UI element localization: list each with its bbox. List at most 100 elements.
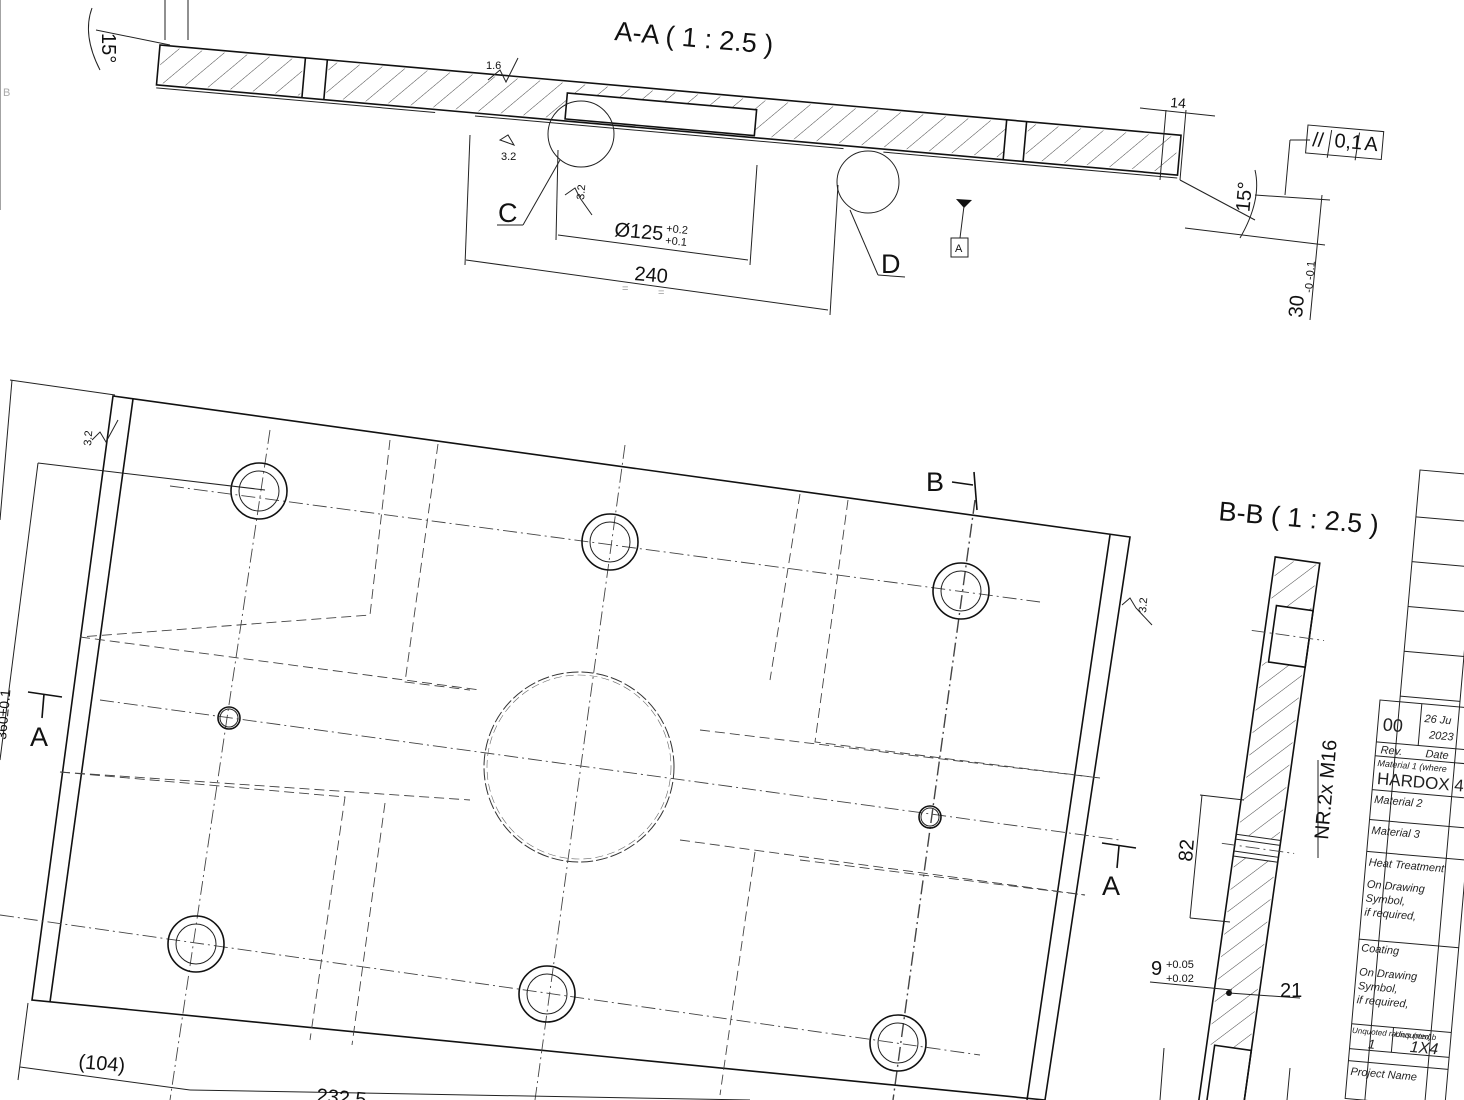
dim-30-tol: -0 -0.1 xyxy=(1303,261,1318,294)
on-drawing-1: On Drawing xyxy=(1366,879,1426,896)
ext-line xyxy=(1199,794,1245,801)
center-line xyxy=(99,699,1121,841)
dim-line-82 xyxy=(1189,794,1203,919)
ext-line xyxy=(749,164,758,266)
symbol-1: Symbol, xyxy=(1365,893,1406,908)
thread-line xyxy=(1235,838,1281,846)
unquoted-b-label: Unquoted b xyxy=(1395,1030,1438,1043)
date-line-1: 26 Ju xyxy=(1423,713,1452,727)
hole xyxy=(932,562,990,620)
dim-line-21 xyxy=(1228,992,1301,999)
hole xyxy=(230,462,288,520)
dim-9-upper: +0.05 xyxy=(1166,959,1194,971)
section-marker-a-right xyxy=(1101,842,1137,849)
dim-240-label: 240 xyxy=(634,263,669,288)
hole xyxy=(518,965,576,1023)
angle-line-right xyxy=(1179,179,1256,221)
symbol-2: Symbol, xyxy=(1357,980,1398,995)
hatch-over-pocket xyxy=(567,83,758,110)
hidden-line xyxy=(59,771,471,801)
dim-line-diameter xyxy=(557,234,749,261)
dim-line-14 xyxy=(1139,107,1216,117)
thread-line xyxy=(1236,833,1281,841)
surface-label: 3.2 xyxy=(501,151,516,163)
section-line-b xyxy=(892,499,976,1100)
surface-symbol xyxy=(91,419,119,444)
datum-leader xyxy=(959,205,965,239)
if-required-2: if required, xyxy=(1356,994,1409,1010)
section-label-b: B xyxy=(926,467,944,497)
hidden-line xyxy=(79,636,481,691)
on-drawing-2: On Drawing xyxy=(1359,966,1419,983)
tolerance-divider xyxy=(1326,130,1333,158)
plate-edge-left xyxy=(49,398,134,1003)
detail-circle-d xyxy=(836,150,900,214)
hidden-pocket xyxy=(769,493,801,681)
hatch xyxy=(1208,856,1276,1051)
ext-line xyxy=(1286,1067,1291,1100)
center-line xyxy=(169,429,271,1100)
hole-line xyxy=(1002,119,1008,160)
dim-30-label: 30 xyxy=(1285,294,1309,318)
surface-symbol xyxy=(498,134,516,146)
hole xyxy=(167,915,225,973)
hidden-pocket xyxy=(351,802,386,1046)
unquoted-b-value: 1X4 xyxy=(1409,1039,1439,1058)
dim-232-label: 232.5 xyxy=(316,1085,368,1100)
material1-value: HARDOX 40 xyxy=(1376,769,1464,796)
ext-line xyxy=(17,1002,29,1081)
center-line xyxy=(0,914,981,1056)
date-label: Date xyxy=(1425,748,1449,762)
datum-label: A xyxy=(955,243,963,255)
hidden-pocket xyxy=(814,499,1101,779)
hole xyxy=(869,1014,927,1072)
detail-circle-c xyxy=(547,100,615,168)
title-block-frame xyxy=(1363,469,1464,1100)
recess-line xyxy=(156,87,436,113)
plate-outline xyxy=(31,395,1131,1100)
leader-d xyxy=(849,209,879,276)
angle-label-left: 15° xyxy=(97,33,119,63)
dim-line-9 xyxy=(1149,981,1233,991)
plan-view: 3.2 3.2 A A B 360±0.1 (104) 232.5 xyxy=(0,379,1153,1100)
coating-label: Coating xyxy=(1361,942,1401,957)
ext-line xyxy=(1184,227,1326,246)
surface-label: 3.2 xyxy=(1137,597,1150,613)
hatch-right xyxy=(1025,123,1178,173)
tolerance-symbol: // xyxy=(1312,129,1325,152)
section-arrow-a-right xyxy=(1116,845,1120,869)
dim-82-label: 82 xyxy=(1175,838,1199,862)
dim-line-240 xyxy=(465,259,829,311)
section-arrow-a-left xyxy=(41,693,45,719)
title-block-rows: 00 26 Ju 2023 Rev. Date Material 1 (wher… xyxy=(1344,699,1464,1100)
hatch-left xyxy=(158,47,304,96)
ext-line xyxy=(1159,109,1167,181)
angle-line-left xyxy=(95,29,171,46)
surface-label: 1.6 xyxy=(486,60,501,72)
detail-label-d: D xyxy=(881,249,901,279)
tolerance-leader xyxy=(1284,139,1291,196)
hatch xyxy=(1270,559,1318,611)
tolerance-divider xyxy=(1354,132,1361,161)
section-arrow-b xyxy=(951,481,974,486)
dim-line-232 xyxy=(189,1089,751,1100)
surface-label: 3.2 xyxy=(575,184,588,200)
dim-symmetric-mark: = xyxy=(622,283,628,295)
datum-box xyxy=(950,237,969,258)
section-bb-view: B-B ( 1 : 2.5 ) NR.2x M16 8 xyxy=(1149,496,1380,1100)
dim-21-label: 21 xyxy=(1280,980,1302,1002)
hole-line xyxy=(301,57,307,98)
border-letter: B xyxy=(3,87,10,99)
dim-diameter-upper: +0.2 xyxy=(666,223,689,237)
dim-14-label: 14 xyxy=(1170,94,1187,111)
dim-line-30 xyxy=(1309,194,1323,321)
dim-9-label: 9 xyxy=(1151,958,1162,980)
plate-edge-right xyxy=(1026,534,1111,1100)
section-aa-view: A-A ( 1 : 2.5 ) xyxy=(87,0,1385,321)
if-required-1: if required, xyxy=(1364,906,1417,922)
thread-line xyxy=(1233,855,1278,863)
ext-line xyxy=(464,134,471,266)
dim-line-vertical-2 xyxy=(0,462,39,761)
